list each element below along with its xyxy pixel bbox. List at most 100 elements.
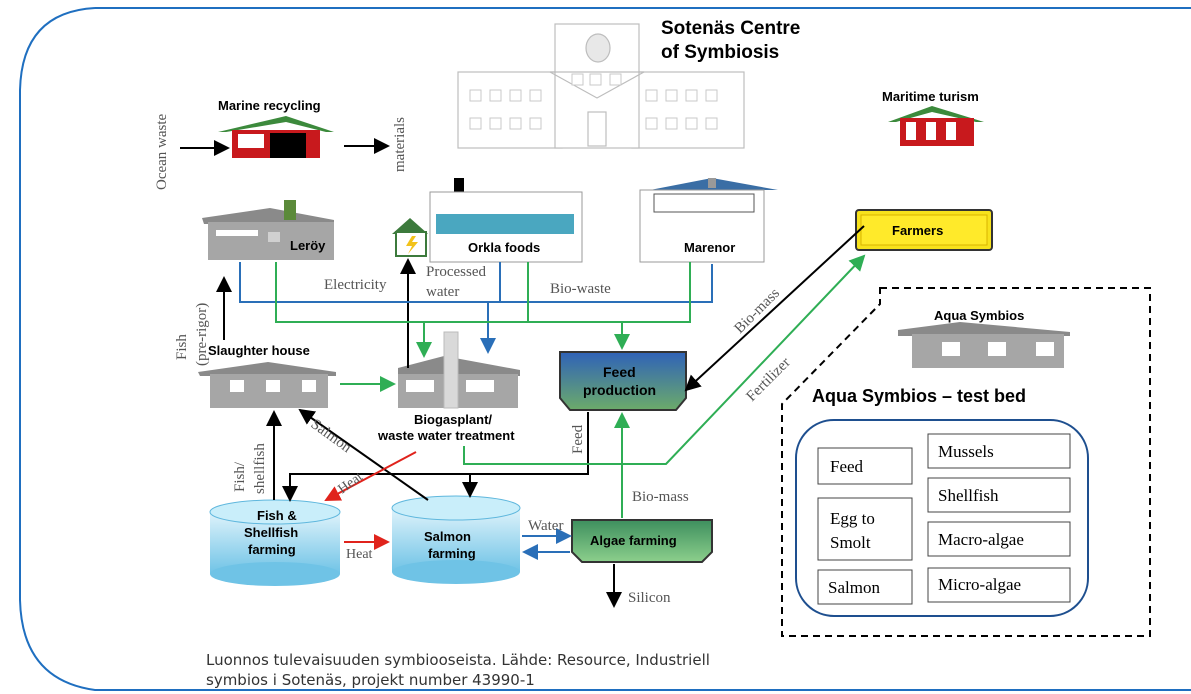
fish-prerigor-label-1: Fish <box>174 334 190 360</box>
processed-water-label-2: water <box>426 284 459 300</box>
test-bed-egg-1: Egg to <box>830 509 875 528</box>
algae-farming-label: Algae farming <box>590 533 677 548</box>
test-bed-shellfish: Shellfish <box>938 486 999 505</box>
window <box>685 117 698 130</box>
processed-water-label-1: Processed <box>426 264 486 280</box>
marine-recycling-icon <box>218 116 334 158</box>
test-bed-salmon-box <box>817 569 913 605</box>
center-windows <box>469 73 718 130</box>
window <box>509 117 522 130</box>
farmers-label: Farmers <box>892 223 943 238</box>
test-bed-feed: Feed <box>830 457 864 476</box>
test-bed-macro: Macro-algae <box>938 530 1024 549</box>
aqua-symbios-label: Aqua Symbios <box>934 308 1024 323</box>
window <box>469 117 482 130</box>
bio-waste-green-line <box>275 262 691 323</box>
test-bed-title: Aqua Symbios – test bed <box>812 386 1026 406</box>
heat-label-2: Heat <box>346 547 373 562</box>
materials-label: materials <box>392 117 408 172</box>
window <box>529 117 542 130</box>
window <box>529 89 542 102</box>
test-bed-container <box>795 419 1089 617</box>
maritime-turism-label: Maritime turism <box>882 89 979 104</box>
feed-production-label-1: Feed <box>603 364 636 380</box>
test-bed-salmon: Salmon <box>828 578 880 597</box>
outer-frame <box>19 7 1191 691</box>
electricity-label: Electricity <box>324 277 387 293</box>
caption-line-2: symbios i Sotenäs, projekt number 43990-… <box>206 671 535 689</box>
fish-farm-label-2: Shellfish <box>244 525 298 540</box>
salmon-arrow-label: Salmon <box>308 416 355 456</box>
test-bed-egg-box <box>817 497 913 561</box>
fertilizer-label: Fertilizer <box>744 355 794 405</box>
salmon-to-slaughter-arrow <box>298 408 429 501</box>
window <box>589 73 602 86</box>
leroy-building <box>202 200 334 260</box>
window <box>645 89 658 102</box>
feed-arrow <box>282 412 589 502</box>
heat-arrow-biogas <box>324 451 417 501</box>
test-bed-feed-box <box>817 447 913 485</box>
window <box>665 117 678 130</box>
center-building <box>457 23 745 149</box>
aqua-symbios-building <box>898 322 1070 368</box>
fish-farm-label-3: farming <box>248 542 296 557</box>
fish-farm-label-1: Fish & <box>257 508 297 523</box>
feed-production-label-2: production <box>583 382 656 398</box>
leroy-label: Leröy <box>290 238 326 253</box>
marenor-label: Marenor <box>684 240 735 255</box>
orkla-building <box>429 178 583 263</box>
marenor-building <box>639 178 778 263</box>
water-label: Water <box>528 518 563 534</box>
bio-waste-blue-line <box>239 262 713 303</box>
window <box>571 73 584 86</box>
center-title-2: of Symbiosis <box>661 42 779 63</box>
salmon-farm-tank <box>391 495 521 584</box>
test-bed-shellfish-box <box>927 477 1071 513</box>
algae-farming-box[interactable] <box>571 519 713 563</box>
fish-prerigor-label-2: (pre-rigor) <box>194 303 210 366</box>
ocean-waste-label: Ocean waste <box>154 113 170 190</box>
feed-arrow-label: Feed <box>570 424 586 454</box>
window <box>705 117 718 130</box>
test-bed-micro-box <box>927 567 1071 603</box>
bio-mass-top-label: Bio-mass <box>732 285 783 336</box>
fish-farm-tank <box>209 499 341 586</box>
silicon-label: Silicon <box>628 590 671 606</box>
window <box>685 89 698 102</box>
salmon-farm-label-2: farming <box>428 546 476 561</box>
marine-recycling-label: Marine recycling <box>218 98 321 113</box>
fertilizer-arrow <box>463 254 866 465</box>
window <box>665 89 678 102</box>
window <box>469 89 482 102</box>
biogas-label-1: Biogasplant/ <box>414 412 492 427</box>
salmon-farm-label-1: Salmon <box>424 529 471 544</box>
window <box>609 73 622 86</box>
electricity-icon <box>392 218 428 257</box>
feed-production-box[interactable] <box>559 351 687 411</box>
fish-shellfish-label-2: shellfish <box>252 443 268 494</box>
window <box>489 89 502 102</box>
slaughter-house-building <box>198 362 336 408</box>
caption-line-1: Luonnos tulevaisuuden symbiooseista. Läh… <box>206 651 710 669</box>
farmers-biomass-arrow <box>684 225 865 392</box>
test-bed-mussels: Mussels <box>938 442 994 461</box>
test-bed-egg-2: Smolt <box>830 533 871 552</box>
orkla-label: Orkla foods <box>468 240 540 255</box>
test-bed-mussels-box <box>927 433 1071 469</box>
bio-waste-label: Bio-waste <box>550 281 611 297</box>
slaughter-house-label: Slaughter house <box>208 343 310 358</box>
window <box>489 117 502 130</box>
center-title-1: Sotenäs Centre <box>661 18 800 39</box>
test-bed-macro-box <box>927 521 1071 557</box>
biogas-label-2: waste water treatment <box>377 428 515 443</box>
window <box>705 89 718 102</box>
window <box>645 117 658 130</box>
test-bed-micro: Micro-algae <box>938 575 1021 594</box>
fish-shellfish-label-1: Fish/ <box>232 461 248 492</box>
bio-mass-bottom-label: Bio-mass <box>632 489 689 505</box>
window <box>509 89 522 102</box>
maritime-turism-icon <box>888 106 984 146</box>
aqua-symbios-dashed-region <box>781 287 1151 637</box>
